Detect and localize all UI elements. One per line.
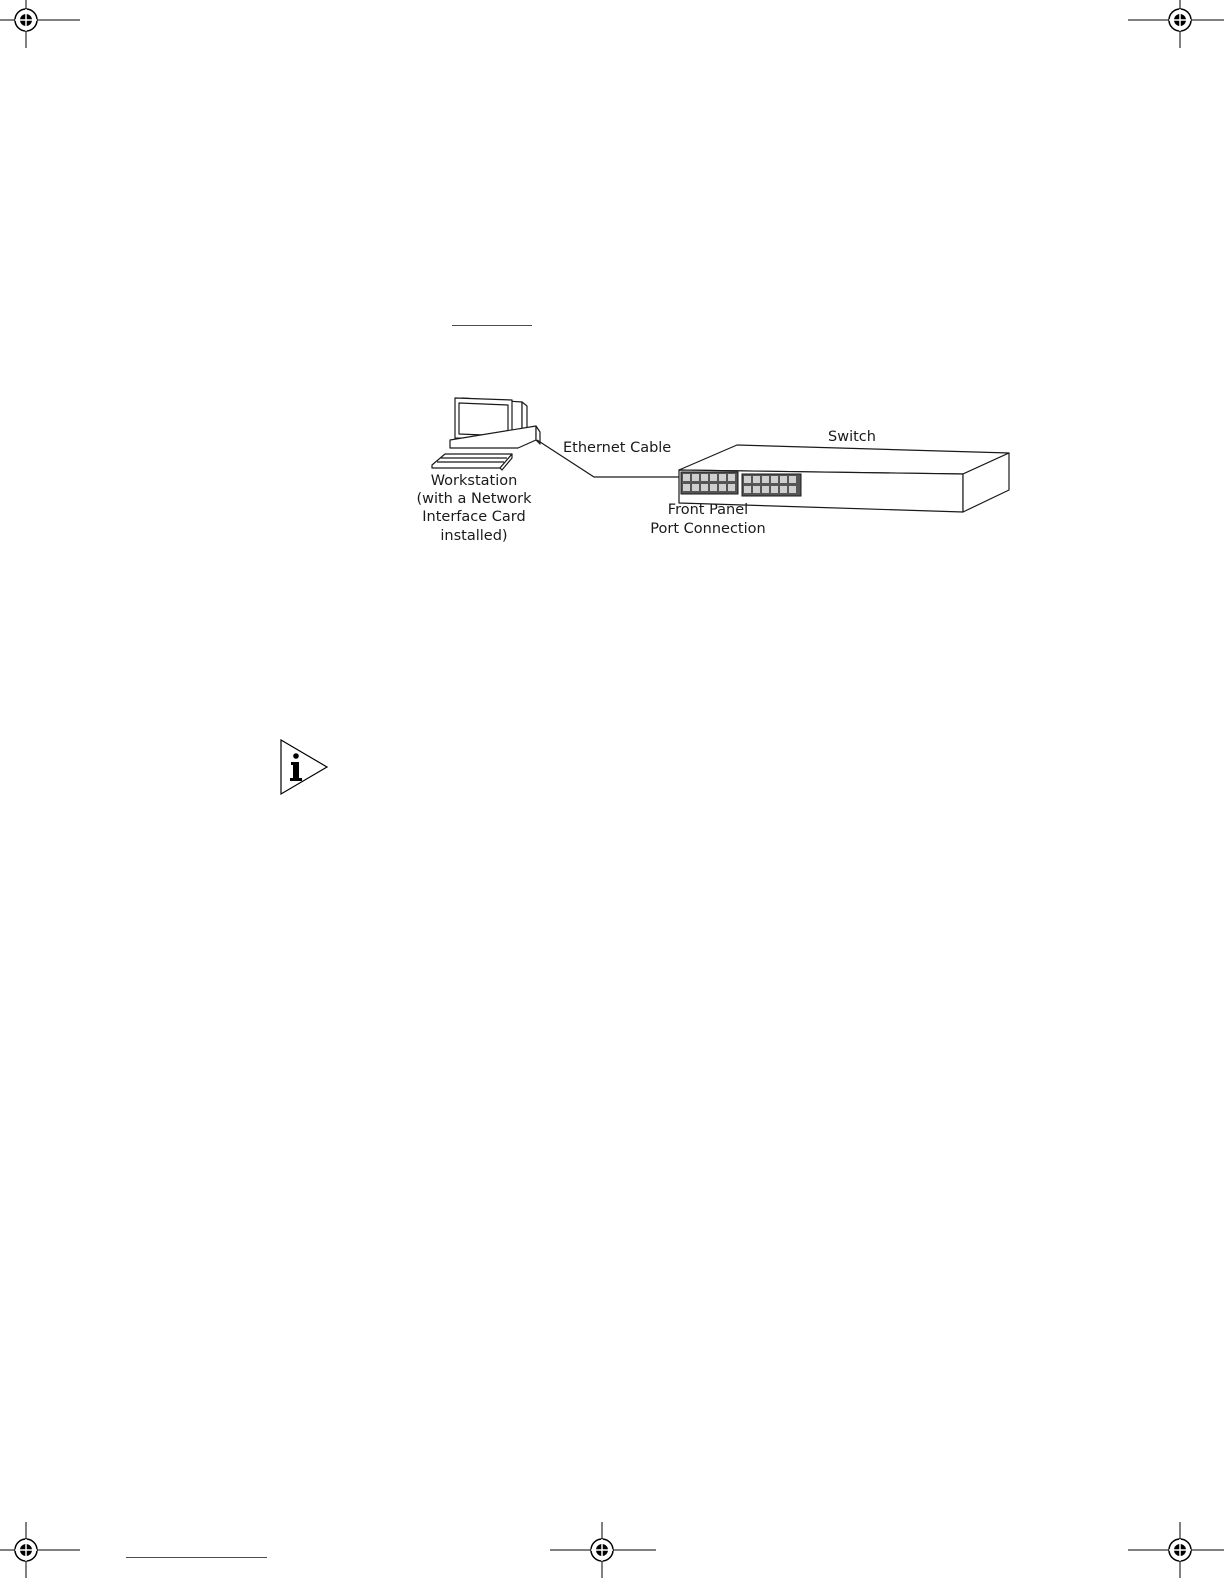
- switch-port-block-left: [681, 472, 738, 494]
- front-panel-label-line: Front Panel: [668, 502, 748, 518]
- switch-label: Switch: [828, 429, 876, 445]
- network-connection-diagram: Ethernet Cable Switch Workstation (with …: [0, 0, 1224, 620]
- ethernet-cable-label: Ethernet Cable: [563, 440, 671, 456]
- registration-mark-bottom-center: [550, 1522, 658, 1578]
- registration-mark-bottom-right: [1128, 1522, 1224, 1578]
- front-panel-label-line: Port Connection: [650, 521, 765, 537]
- info-icon: [280, 739, 330, 797]
- crosshair-icon: [550, 1522, 658, 1578]
- registration-mark-bottom-left: [0, 1522, 82, 1578]
- workstation-label-line: (with a Network: [416, 491, 532, 507]
- workstation-label-line: Workstation: [431, 473, 518, 489]
- switch-port-block-right: [742, 474, 801, 496]
- workstation-label: Workstation (with a Network Interface Ca…: [416, 473, 532, 544]
- crosshair-icon: [1128, 1522, 1224, 1578]
- crosshair-icon: [0, 1522, 82, 1578]
- workstation-label-line: Interface Card: [422, 509, 525, 525]
- workstation-label-line: installed): [440, 528, 507, 544]
- front-panel-label: Front Panel Port Connection: [650, 502, 765, 537]
- workstation-icon: [432, 398, 540, 470]
- link-underline-footer[interactable]: [126, 1557, 267, 1558]
